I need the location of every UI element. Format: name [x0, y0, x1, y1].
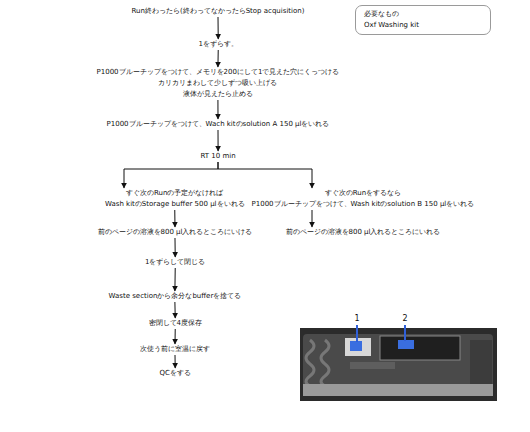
- branch-step: すぐ次のRunの予定がなければWash kitのStorage buffer 5…: [103, 188, 247, 210]
- step-text: 液体が見えたら止める: [97, 89, 340, 100]
- process-step: Waste sectionから余分なbufferを捨てる: [107, 291, 244, 302]
- end-step: QCをする: [158, 368, 193, 379]
- step-text: P1000ブルーチップをつけて、メモリを200にして1で見えた穴にくっつける: [97, 67, 340, 78]
- step-text: P1000ブルーチップをつけて、Wash kitのsolution B 150 …: [252, 199, 475, 210]
- device-clip: [470, 340, 492, 384]
- sensor-window: [380, 336, 460, 360]
- step-text: RT 10 min: [201, 151, 236, 162]
- device-channel: [306, 340, 314, 386]
- flow-arrow: [174, 210, 175, 227]
- device-edge: [303, 384, 493, 396]
- device-body: [303, 334, 493, 392]
- step-text: 1をずらして閉じる: [145, 257, 205, 268]
- step-text: 前のページの溶液を800 µl入れるところにいれる: [286, 227, 441, 238]
- device-channel: [321, 340, 329, 386]
- flow-arrow: [174, 302, 175, 318]
- step-text: カリカリまわして少しずつ吸い上げる: [97, 78, 340, 89]
- leader-line: [356, 325, 358, 342]
- flow-arrow: [217, 50, 218, 67]
- start-step: Run終わったら(終わってなかったらStop acquisition): [130, 6, 307, 17]
- port-highlight: [398, 340, 414, 349]
- step-text: 次使う前に室温に戻す: [140, 344, 210, 355]
- port-highlight: [350, 341, 362, 351]
- step-text: Run終わったら(終わってなかったらStop acquisition): [132, 6, 305, 17]
- process-step: P1000ブルーチップをつけて、Wach kitのsolution A 150 …: [105, 119, 332, 130]
- flow-arrow: [174, 238, 175, 257]
- flow-arrow: [124, 162, 218, 188]
- step-text: すぐ次のRunの予定がなければ: [105, 188, 245, 199]
- wait-step: RT 10 min: [199, 151, 238, 162]
- callout-number: 2: [403, 314, 408, 324]
- branch-step: すぐ次のRunをするならP1000ブルーチップをつけて、Wash kitのsol…: [250, 188, 477, 210]
- step-text: Waste sectionから余分なbufferを捨てる: [109, 291, 242, 302]
- process-step: 密閉して4度保存: [147, 318, 204, 329]
- flow-arrow: [218, 17, 219, 39]
- flow-arrow: [218, 130, 219, 151]
- flow-arrow: [175, 329, 176, 344]
- photo-background: [300, 328, 497, 401]
- flow-arrow: [217, 100, 218, 119]
- step-text: 密閉して4度保存: [149, 318, 202, 329]
- requirements-box: 必要なものOxf Washing kit: [355, 5, 491, 35]
- flow-arrow: [312, 210, 313, 227]
- flow-arrow: [174, 268, 175, 291]
- step-text: Oxf Washing kit: [364, 20, 482, 31]
- process-step: 1をずらす。: [197, 39, 240, 50]
- process-step: 前のページの溶液を800 µl入れるところにいれる: [284, 227, 443, 238]
- step-text: すぐ次のRunをするなら: [252, 188, 475, 199]
- callout-number: 1: [355, 314, 360, 324]
- step-text: 必要なもの: [364, 9, 482, 20]
- step-text: 前のページの溶液を800 µl入れるところにいける: [98, 227, 253, 238]
- device-plate: [350, 362, 395, 369]
- flow-arrow: [218, 162, 312, 188]
- flow-arrow: [175, 355, 176, 368]
- process-step: 次使う前に室温に戻す: [138, 344, 212, 355]
- step-text: Wash kitのStorage buffer 500 µlをいれる: [105, 199, 245, 210]
- leader-line: [404, 325, 406, 341]
- step-text: P1000ブルーチップをつけて、Wach kitのsolution A 150 …: [107, 119, 330, 130]
- step-text: 1をずらす。: [199, 39, 238, 50]
- process-step: 前のページの溶液を800 µl入れるところにいける: [96, 227, 255, 238]
- process-step: P1000ブルーチップをつけて、メモリを200にして1で見えた穴にくっつけるカリ…: [95, 67, 342, 100]
- process-step: 1をずらして閉じる: [143, 257, 207, 268]
- step-text: QCをする: [160, 368, 191, 379]
